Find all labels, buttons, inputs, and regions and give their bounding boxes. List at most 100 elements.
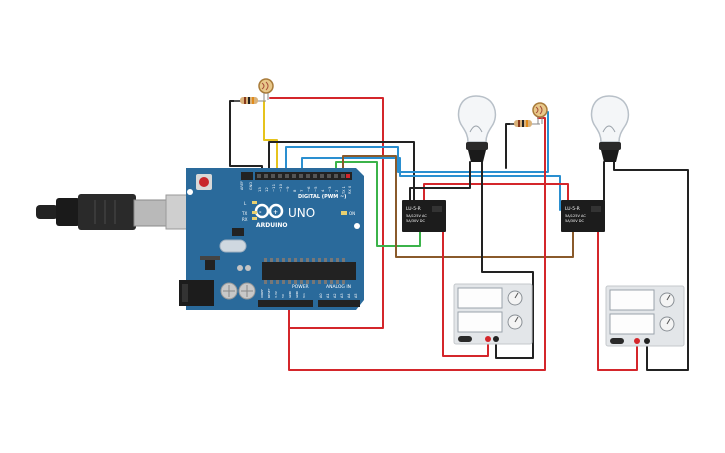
relay-1-line-2: 5A/30V DC	[406, 219, 425, 223]
pin-label-5: ~5	[313, 186, 318, 192]
aref-header	[241, 172, 253, 180]
pin-label-ioref: IOREF	[260, 289, 264, 298]
pin-label-10: ~10	[278, 183, 283, 192]
pin-label-3v3: 3.3V	[274, 290, 278, 298]
wire-red-ps2[interactable]	[597, 225, 638, 371]
atmega-pins	[264, 258, 345, 284]
atmega-chip	[262, 262, 356, 280]
wire-blue-2[interactable]	[301, 157, 561, 211]
ps2-display-bottom	[609, 313, 655, 335]
relay-2-line-2: 5A/30V DC	[565, 219, 584, 223]
photoresistor-1[interactable]	[258, 78, 274, 100]
crystal	[219, 239, 247, 253]
led-label-l: L	[244, 201, 247, 206]
light-bulb-2[interactable]	[590, 95, 630, 162]
pin-label-gnd-2: GND	[295, 290, 299, 298]
pin-label-a5: A5	[354, 293, 358, 298]
resistor-1[interactable]	[234, 97, 266, 104]
ps2-display-top	[609, 289, 655, 311]
relay-2[interactable]: LU-5-R 5A/125V AC 5A/30V DC	[561, 200, 605, 232]
pin-label-12: 12	[264, 187, 269, 192]
relay-2-line-1: 5A/125V AC	[565, 214, 586, 218]
wire-black-ldr2[interactable]	[505, 123, 516, 169]
on-label: ON	[349, 211, 355, 216]
analog-header-label: ANALOG IN	[326, 284, 351, 290]
ps2-terminal-negative[interactable]	[644, 338, 650, 344]
svg-text:-: -	[259, 209, 262, 216]
ps1-terminal-positive[interactable]	[485, 336, 491, 342]
analog-header	[318, 300, 360, 307]
wire-black-ps2[interactable]	[613, 161, 689, 371]
model-label: UNO	[288, 206, 315, 220]
led-label-tx: TX	[241, 211, 247, 216]
ps1-power-switch[interactable]	[458, 336, 472, 342]
arduino-board[interactable]: AREF GND 13 12 ~11 ~10 ~9 8 7 ~6 ~5 4 ~3…	[179, 168, 364, 310]
wire-black-ldr1[interactable]	[229, 100, 263, 177]
usb-housing	[78, 194, 136, 230]
pin-label-tx: TX 1	[342, 186, 346, 195]
resistor-2[interactable]	[510, 120, 540, 127]
aref-label: AREF	[240, 181, 244, 190]
pin-label-a4: A4	[347, 293, 351, 298]
capacitor-small-2	[245, 265, 251, 271]
capacitor-2	[238, 282, 256, 300]
power-header-label: POWER	[292, 284, 309, 290]
relay-2-label: LU-5-R	[565, 206, 580, 212]
pin-label-4: 4	[320, 189, 325, 192]
pin-label-a2: A2	[333, 293, 337, 298]
mount-hole-1	[187, 189, 193, 195]
pin-label-8: 8	[292, 189, 297, 192]
digital-pin-holes	[257, 174, 350, 178]
ps2-power-switch[interactable]	[610, 338, 624, 344]
wire-green[interactable]	[335, 161, 421, 247]
digital-pin-labels: 13 12 ~11 ~10 ~9 8 7 ~6 ~5 4 ~3 2 TX 1 R…	[257, 183, 352, 195]
ps1-display-bottom	[457, 311, 503, 333]
power-supply-2[interactable]	[605, 285, 685, 347]
ps2-terminal-positive[interactable]	[634, 338, 640, 344]
wire-blue-1[interactable]	[285, 111, 549, 177]
power-supply-1[interactable]	[453, 283, 533, 345]
pin-label-9: ~9	[285, 186, 290, 192]
capacitor-1	[220, 282, 238, 300]
usb-metal-connector	[133, 199, 167, 227]
relay-1-line-1: 5A/125V AC	[406, 214, 427, 218]
pin-label-7: 7	[299, 189, 304, 192]
pin-label-a0: A0	[319, 293, 323, 298]
pin-label-a3: A3	[340, 293, 344, 298]
usb-strain-relief	[56, 198, 80, 226]
svg-text:+: +	[273, 209, 278, 216]
pin-label-gnd-1: GND	[288, 290, 292, 298]
wire-red-relays[interactable]	[423, 183, 569, 201]
usb-plug-tip	[36, 205, 58, 219]
photoresistor-2[interactable]	[532, 102, 548, 124]
power-pin-labels: IOREF RESET 3.3V 5V GND GND Vin	[260, 288, 306, 298]
gnd-label: GND	[249, 182, 253, 190]
light-bulb-1[interactable]	[457, 95, 497, 162]
digital-header-label: DIGITAL (PWM ~)	[298, 194, 346, 200]
wire-black-lamp1[interactable]	[409, 161, 471, 201]
pin-label-13: 13	[257, 187, 262, 192]
relay-1[interactable]: LU-5-R 5A/125V AC 5A/30V DC	[402, 200, 446, 232]
capacitor-small	[237, 265, 243, 271]
wire-red-ps1[interactable]	[442, 231, 489, 357]
usb-cable[interactable]	[36, 194, 211, 230]
wire-red-ldr2[interactable]	[288, 117, 546, 371]
analog-pin-labels: A0 A1 A2 A3 A4 A5	[319, 293, 358, 298]
pin-label-3: ~3	[327, 186, 332, 192]
pin-label-reset: RESET	[267, 288, 271, 298]
wire-brown[interactable]	[342, 155, 574, 258]
led-label-rx: RX	[242, 217, 248, 222]
digital-header	[255, 172, 352, 180]
wire-yellow-ldr1[interactable]	[263, 100, 278, 177]
status-leds: L TX RX	[241, 201, 257, 222]
pin-label-5v: 5V	[281, 293, 285, 298]
mount-hole-2	[354, 223, 360, 229]
pin-label-vin: Vin	[302, 293, 306, 298]
usb-chip	[232, 228, 244, 236]
pin-label-6: ~6	[306, 186, 311, 192]
relay-1-label: LU-5-R	[406, 206, 421, 212]
wire-black-ps1[interactable]	[481, 161, 534, 359]
brand-label: ARDUINO	[256, 222, 287, 229]
ps1-terminal-negative[interactable]	[493, 336, 499, 342]
